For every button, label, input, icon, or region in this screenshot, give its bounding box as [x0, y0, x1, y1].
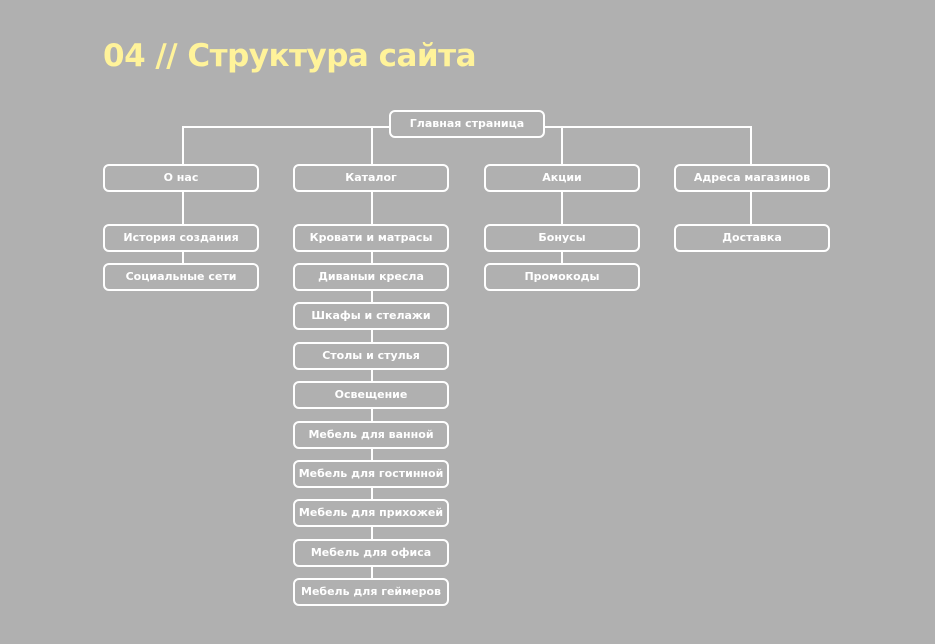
- node-catalog-item-6: Мебель для ванной: [293, 421, 449, 449]
- node-akcii-promocodes: Промокоды: [484, 263, 640, 291]
- node-catalog-item-10: Мебель для геймеров: [293, 578, 449, 606]
- node-akcii-bonuses: Бонусы: [484, 224, 640, 252]
- node-catalog-item-4: Столы и стулья: [293, 342, 449, 370]
- node-adresa-delivery: Доставка: [674, 224, 830, 252]
- node-catalog-item-7: Мебель для гостинной: [293, 460, 449, 488]
- node-section-onas: О нас: [103, 164, 259, 192]
- node-onas-history: История создания: [103, 224, 259, 252]
- node-section-akcii: Акции: [484, 164, 640, 192]
- node-catalog-item-1: Кровати и матрасы: [293, 224, 449, 252]
- node-section-adresa: Адреса магазинов: [674, 164, 830, 192]
- node-root: Главная страница: [389, 110, 545, 138]
- page-title: 04 // Структура сайта: [103, 38, 477, 74]
- node-catalog-item-8: Мебель для прихожей: [293, 499, 449, 527]
- node-catalog-item-5: Освещение: [293, 381, 449, 409]
- node-catalog-item-3: Шкафы и стелажи: [293, 302, 449, 330]
- node-catalog-item-9: Мебель для офиса: [293, 539, 449, 567]
- node-section-catalog: Каталог: [293, 164, 449, 192]
- node-onas-social: Социальные сети: [103, 263, 259, 291]
- node-catalog-item-2: Диваныи кресла: [293, 263, 449, 291]
